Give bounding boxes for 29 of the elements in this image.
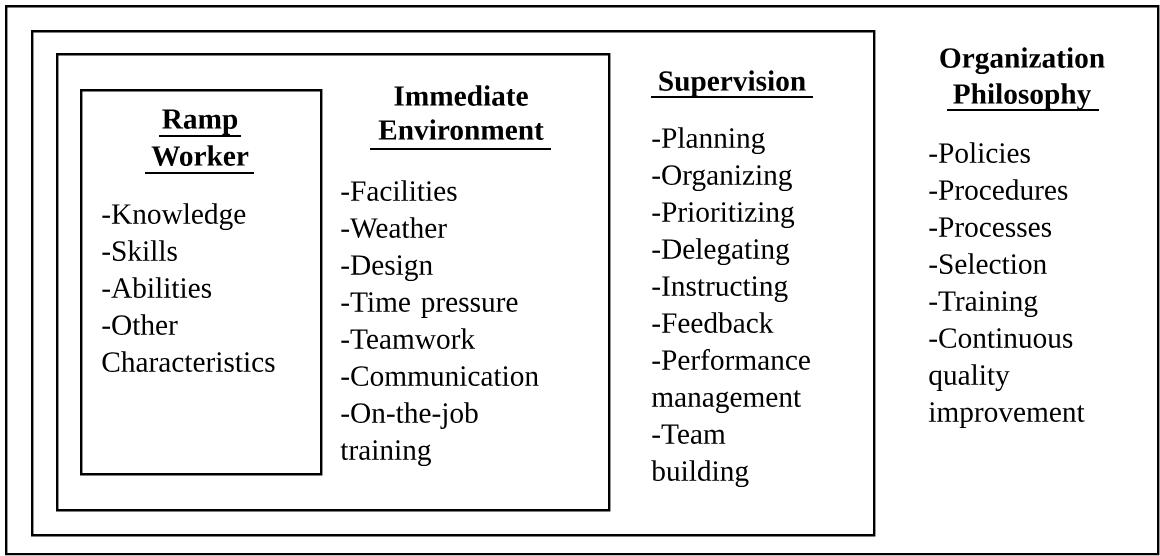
list-item: -Delegating <box>652 238 790 265</box>
list-item: -Continuous quality improvement <box>928 328 1085 428</box>
list-item: -Weather <box>341 217 447 239</box>
list-item: -Training <box>929 291 1038 317</box>
list-item: -Skills <box>102 240 177 261</box>
list-item: -Feedback <box>652 312 774 333</box>
list-item: -Communication <box>341 366 539 386</box>
list-item: -Other Characteristics <box>102 314 275 372</box>
heading: Immediate Environment <box>369 85 552 150</box>
list-item: -Procedures <box>929 179 1068 200</box>
list-item: -Abilities <box>102 277 212 298</box>
list-item: -Design <box>341 255 433 281</box>
list-item: -Teamwork <box>341 328 476 349</box>
list-item: -Instructing <box>652 276 788 302</box>
list-item: -Prioritizing <box>652 202 795 228</box>
list-item: -Team building <box>651 424 749 487</box>
heading: Supervision <box>650 70 814 98</box>
list-item: -Policies <box>929 142 1030 163</box>
heading: Ramp Worker <box>144 109 255 174</box>
list-item: -Performance management <box>651 349 810 413</box>
list-item: -Selection <box>929 253 1047 274</box>
list-item: -On-the-job training <box>340 402 478 466</box>
list-item: -Facilities <box>341 180 457 201</box>
list-item: -Knowledge <box>102 203 246 230</box>
list-item: -Time pressure <box>341 292 518 318</box>
heading: Organization Philosophy <box>940 47 1105 111</box>
list-item: -Planning <box>652 127 765 154</box>
list-item: -Organizing <box>652 165 792 191</box>
list-item: -Processes <box>929 217 1051 237</box>
